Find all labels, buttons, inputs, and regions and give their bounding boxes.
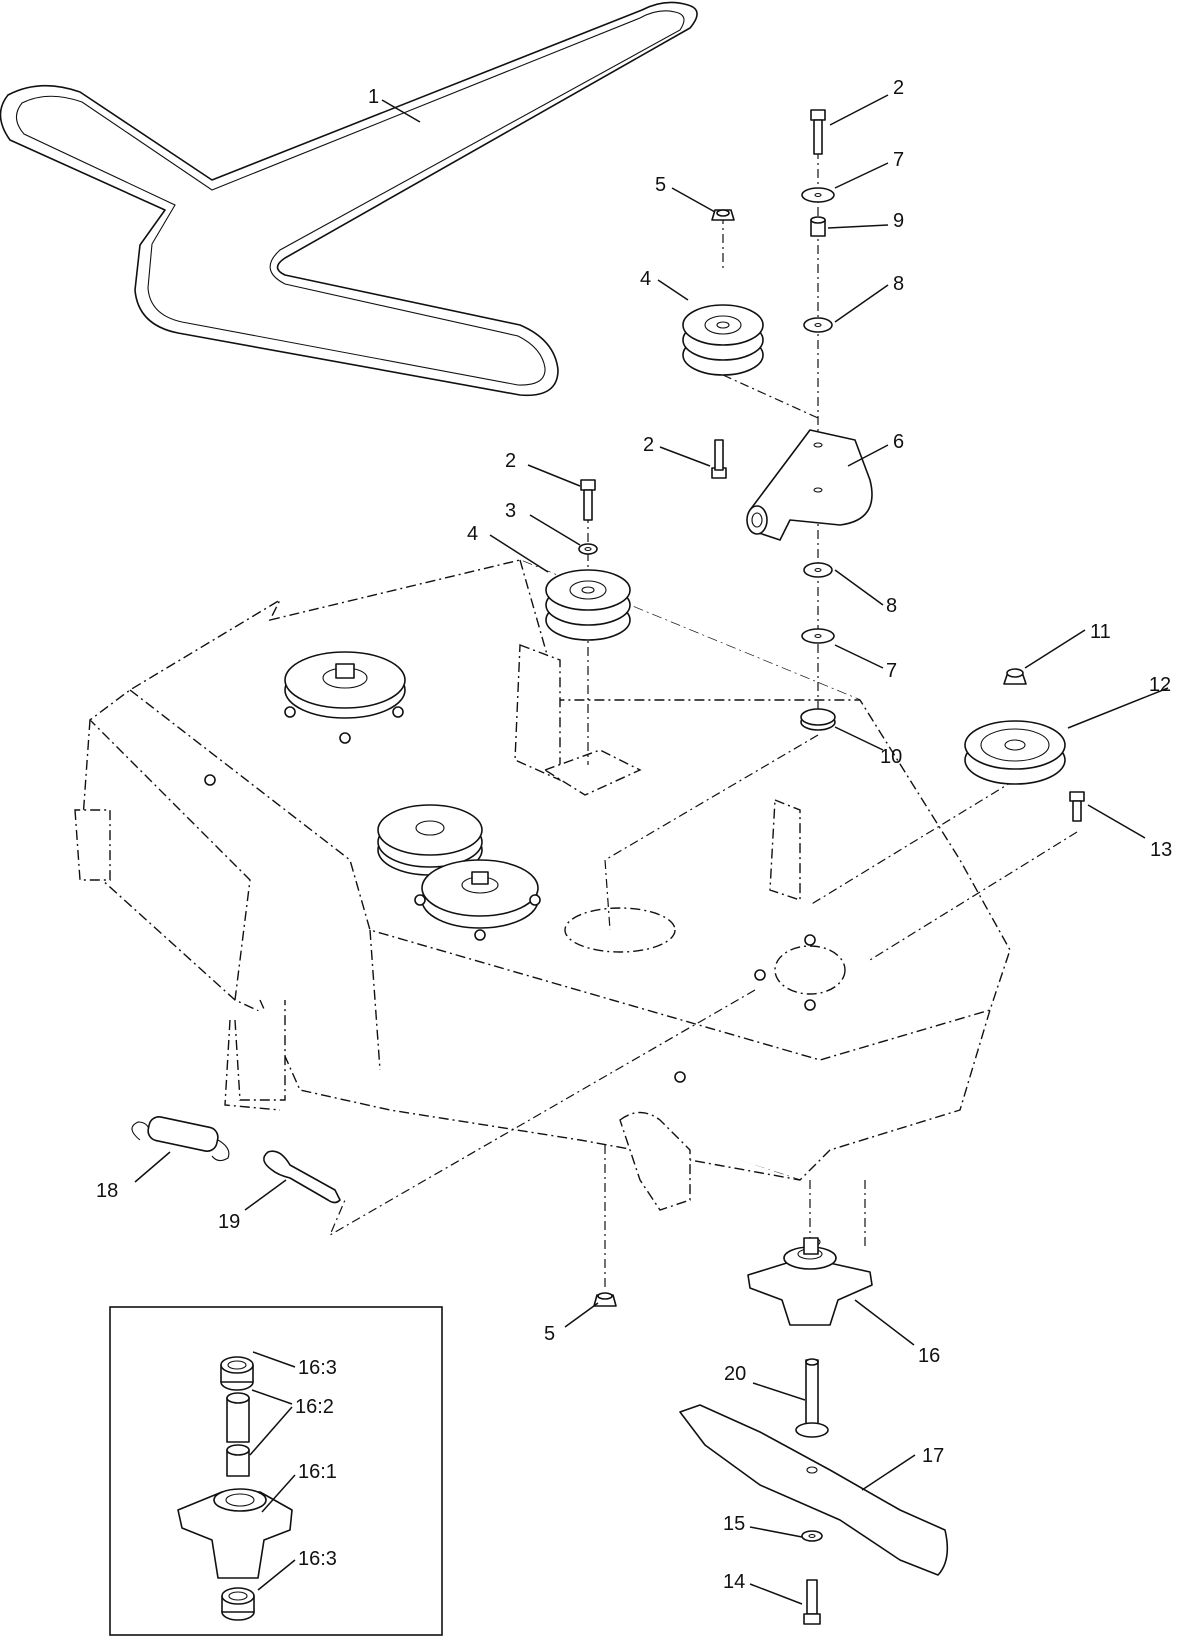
idler-pulley-middle [545,569,631,641]
belt [0,1,698,397]
callout-16-1: 16:1 [298,1461,337,1483]
inset-spindle-housing [177,1488,293,1579]
nut-5-top [711,209,735,221]
washer-8-top [803,317,833,333]
callout-16-3-top: 16:3 [298,1357,337,1379]
washer-3 [578,543,598,555]
inset-bearing-bottom [221,1587,255,1621]
washer-7-top [801,187,835,203]
callout-5-bottom: 5 [544,1323,555,1345]
callout-7-top: 7 [893,149,904,171]
callout-16: 16 [918,1345,940,1367]
callout-9: 9 [893,210,904,232]
callout-labels: 1 2 7 5 9 4 8 2 6 2 3 4 8 11 7 12 10 13 … [96,77,1172,1593]
callout-3: 3 [505,500,516,522]
inset-spacer-upper [226,1392,250,1443]
leader-lines [134,94,1169,1605]
spring-18 [131,1116,230,1162]
callout-16-2: 16:2 [295,1396,334,1418]
callout-8-top: 8 [893,273,904,295]
nut-5-bottom [593,1292,617,1307]
callout-15: 15 [723,1513,745,1535]
washer-15 [801,1530,823,1542]
bolt-14 [803,1579,821,1625]
shaft-20 [795,1358,829,1438]
callout-4-left: 4 [467,523,478,545]
bolt-pulley-left [580,479,596,521]
callout-7-bottom: 7 [886,660,897,682]
deck-idler-pulley-center [377,804,483,876]
deck-spindle-pulley-left [284,651,406,719]
callout-13: 13 [1150,839,1172,861]
pulley-12 [964,720,1066,785]
callout-8-bottom: 8 [886,595,897,617]
callout-11: 11 [1090,621,1111,643]
callout-1: 1 [368,86,379,108]
callout-12: 12 [1149,674,1171,696]
spacer-9 [810,216,826,237]
deck-spindle-pulley-center [421,859,539,929]
callout-2-top: 2 [893,77,904,99]
callout-6: 6 [893,431,904,453]
washer-8-bottom [803,562,833,578]
inset-box [109,1306,443,1636]
hairpin-19 [263,1150,341,1204]
inset-bearing-top [220,1356,254,1391]
callout-2-left: 2 [505,450,516,472]
washer-7-bottom [801,628,835,644]
spindle-housing-16 [747,1237,873,1326]
callout-2-mid: 2 [643,434,654,456]
blade-17 [679,1404,949,1576]
spacer-10 [800,708,836,731]
callout-14: 14 [723,1571,745,1593]
nut-11 [1003,668,1027,685]
callout-20: 20 [724,1363,746,1385]
bolt-middle [711,439,727,479]
callout-17: 17 [922,1445,944,1467]
mower-deck [74,559,1011,1211]
callout-16-3-bottom: 16:3 [298,1548,337,1570]
callout-18: 18 [96,1180,118,1202]
idler-arm [746,429,873,541]
bolt-top [810,109,826,155]
idler-pulley-top [682,304,764,376]
bolt-13 [1069,791,1085,822]
deck-nuts [204,706,816,1083]
inset-spacer-lower [226,1444,250,1477]
callout-5-top: 5 [655,174,666,196]
callout-4-top: 4 [640,268,651,290]
callout-10: 10 [880,746,902,768]
callout-19: 19 [218,1211,240,1233]
